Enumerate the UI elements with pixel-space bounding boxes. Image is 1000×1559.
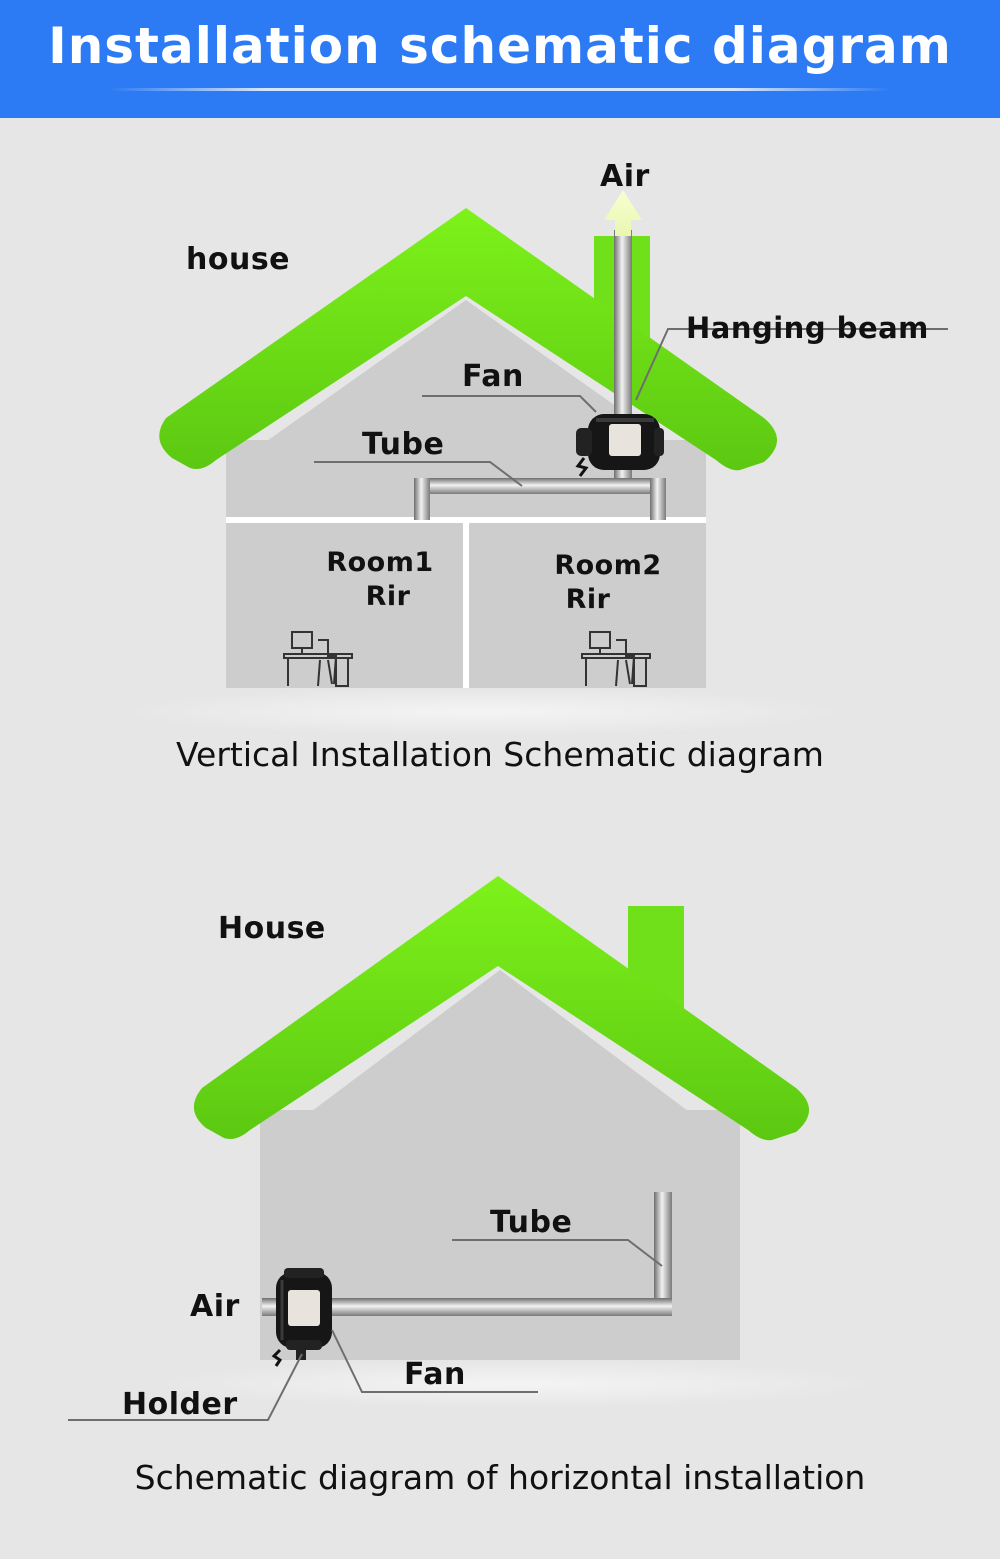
tube-vertical-2 (654, 1192, 672, 1316)
label-air-bottom: Air (190, 1289, 240, 1324)
label-tube-top: Tube (362, 427, 445, 462)
caption-vertical: Vertical Installation Schematic diagram (176, 735, 824, 774)
label-holder: Holder (122, 1387, 238, 1422)
label-fan-top: Fan (462, 359, 524, 394)
roof (159, 208, 777, 471)
header-banner: Installation schematic diagram (0, 0, 1000, 118)
fan-leader-2 (331, 1329, 538, 1393)
holder-leader (68, 1353, 303, 1421)
room1-sub: Rir (365, 581, 411, 612)
vertical-house (116, 190, 948, 736)
label-hanging-beam: Hanging beam (686, 311, 929, 345)
label-house-top: house (186, 242, 291, 277)
label-fan-bottom: Fan (404, 1357, 466, 1392)
desk-icon-room1 (283, 631, 353, 687)
tube-horizontal (414, 478, 666, 494)
tube-horizontal-2 (262, 1298, 672, 1316)
house-gable (226, 300, 706, 470)
room2-sub: Rir (565, 584, 611, 615)
fan-unit-vertical (575, 414, 664, 477)
ground-shadow-2 (150, 1360, 882, 1408)
air-arrow (604, 190, 642, 236)
header-underline (110, 88, 890, 91)
hanging-beam-leader (635, 328, 948, 401)
ground-shadow (116, 688, 848, 736)
label-tube-bottom: Tube (490, 1205, 573, 1240)
room1-name: Room1 (326, 547, 434, 578)
leader-lines-vertical (314, 328, 948, 487)
caption-horizontal: Schematic diagram of horizontal installa… (134, 1458, 866, 1497)
tube-left-drop (414, 478, 430, 520)
label-air-top: Air (600, 159, 650, 194)
fan-leader (422, 395, 597, 413)
tube-leader-2 (452, 1239, 663, 1267)
label-house-bottom: House (218, 911, 326, 946)
tube-leader (314, 461, 523, 487)
room1-label: Room1 Rir (322, 546, 438, 614)
horizontal-house (68, 876, 882, 1421)
tube-right-drop (650, 478, 666, 520)
fan-unit-horizontal (271, 1268, 332, 1367)
house-gable-2 (260, 970, 740, 1150)
room-divider (463, 520, 469, 688)
page-title: Installation schematic diagram (48, 17, 952, 75)
room2-label: Room2 Rir (550, 549, 666, 617)
desk-icon-room2 (581, 631, 651, 687)
roof-2 (193, 876, 809, 1141)
room2-name: Room2 (554, 550, 662, 581)
leader-lines-horizontal (68, 1239, 663, 1421)
